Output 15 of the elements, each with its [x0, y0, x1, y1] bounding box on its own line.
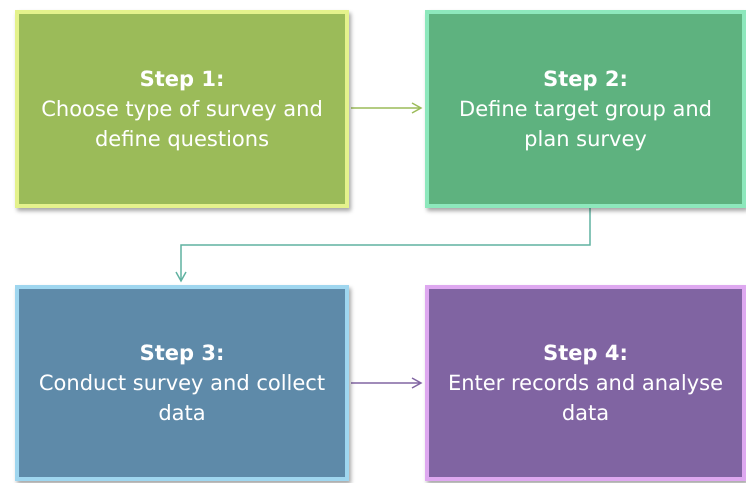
- arrow: [175, 208, 591, 282]
- step-box: [425, 285, 746, 481]
- step-description: Define target group and plan survey: [458, 96, 713, 153]
- step-box: [425, 10, 746, 208]
- step-heading: Step 3:: [140, 340, 224, 367]
- arrow: [351, 102, 422, 114]
- arrow: [351, 377, 422, 389]
- step-box: [15, 285, 349, 481]
- step-box: [15, 10, 349, 208]
- step-description: Choose type of survey and define questions: [40, 96, 324, 153]
- step-description: Conduct survey and collect data: [38, 370, 326, 427]
- step-heading: Step 4:: [543, 340, 628, 367]
- step-description: Enter records and analyse data: [446, 370, 724, 427]
- step-heading: Step 2:: [543, 66, 628, 93]
- step-heading: Step 1:: [140, 66, 224, 93]
